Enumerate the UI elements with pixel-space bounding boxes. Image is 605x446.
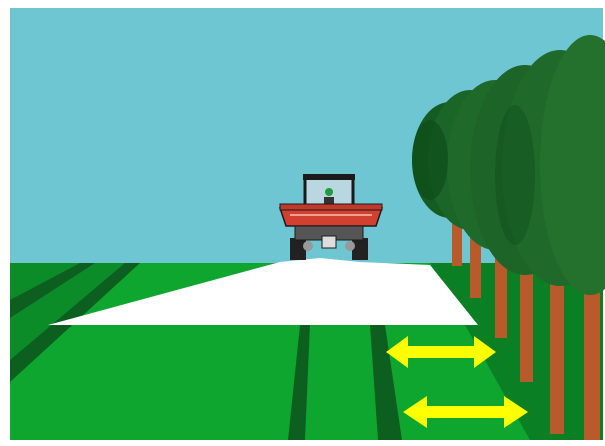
tractor-wheel-left (290, 238, 306, 260)
spreader-disc-left (303, 241, 313, 251)
spreader-hopper (280, 208, 382, 226)
tractor-roof (303, 174, 355, 180)
driver-head (325, 188, 333, 196)
spreader-center-unit (322, 236, 336, 248)
spreader-disc-right (345, 241, 355, 251)
tractor-wheel-right (352, 238, 368, 260)
tree-canopy-shade (495, 105, 535, 245)
spreader-top (280, 204, 382, 210)
tree-canopy-shade (412, 120, 448, 200)
